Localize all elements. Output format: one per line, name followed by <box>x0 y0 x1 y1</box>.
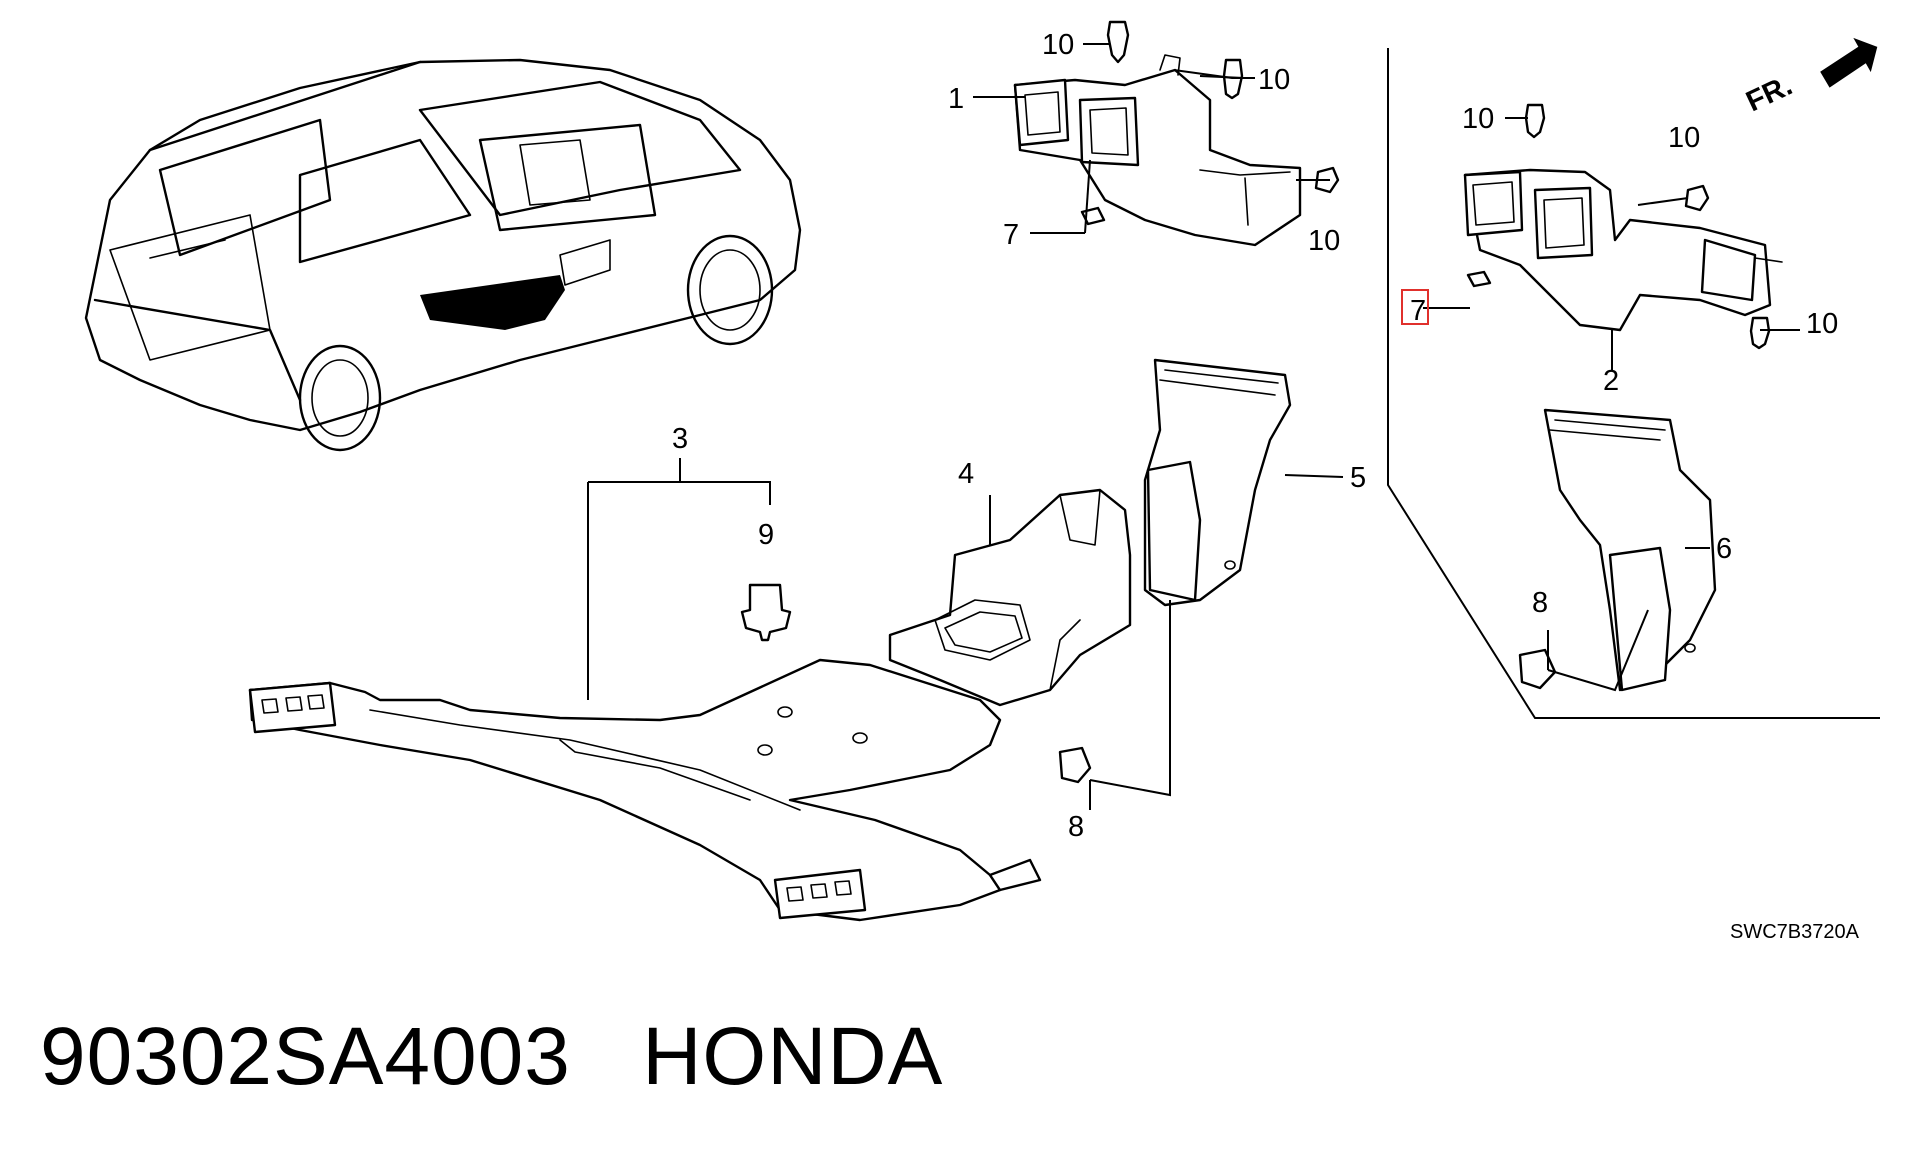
part-2-duct-assembly <box>1463 168 1783 332</box>
part-6-duct <box>1543 408 1717 692</box>
illustration-code: SWC7B3720A <box>1730 921 1860 943</box>
callout-10d: 10 <box>1462 103 1494 135</box>
bolt-8-right <box>1518 648 1557 690</box>
callout-10a: 10 <box>1042 29 1074 61</box>
callout-5: 5 <box>1350 462 1366 494</box>
callout-10c: 10 <box>1308 225 1340 257</box>
callout-8b: 8 <box>1068 811 1084 843</box>
clip-9 <box>740 583 792 642</box>
callout-9: 9 <box>758 519 774 551</box>
callout-7b: 7 <box>1410 295 1426 327</box>
part-1-front-duct-assembly <box>1013 54 1302 247</box>
callout-10e: 10 <box>1668 122 1700 154</box>
screw-10 <box>1106 20 1771 350</box>
part-number: 90302SA4003 <box>40 1011 571 1102</box>
front-direction-label: FR. <box>1741 70 1797 119</box>
callout-7a: 7 <box>1003 219 1019 251</box>
part-footer: 90302SA4003 HONDA <box>40 1010 943 1104</box>
callout-8a: 8 <box>1532 587 1548 619</box>
callout-6: 6 <box>1716 533 1732 565</box>
inset-frame <box>1387 48 1880 719</box>
front-direction-arrow-icon: FR. <box>1741 37 1878 119</box>
vehicle-illustration <box>84 58 802 452</box>
leader-lines <box>587 43 1800 810</box>
callout-3: 3 <box>672 423 688 455</box>
callout-4: 4 <box>958 458 974 490</box>
bolt-8-center <box>1058 746 1092 784</box>
part-5-duct <box>1143 358 1292 607</box>
callout-10b: 10 <box>1258 64 1290 96</box>
callout-7b-highlight <box>1401 289 1429 325</box>
part-3-floor-duct <box>248 658 1042 922</box>
callouts: 1 10 10 10 7 10 10 10 7 2 3 9 4 5 6 8 8 <box>672 29 1838 843</box>
brand-name: HONDA <box>642 1011 944 1102</box>
callout-10f: 10 <box>1806 308 1838 340</box>
callout-1: 1 <box>948 83 964 115</box>
part-4-duct <box>888 488 1132 707</box>
callout-2: 2 <box>1603 365 1619 397</box>
